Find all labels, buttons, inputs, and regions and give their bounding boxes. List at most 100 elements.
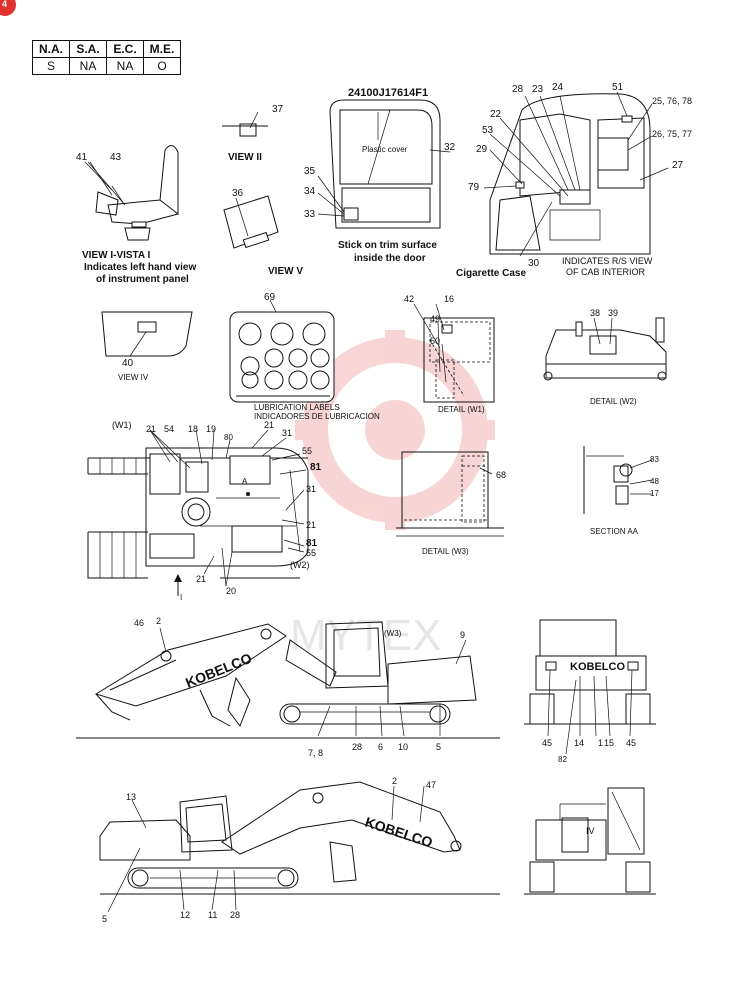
detail-w3-title: DETAIL (W3) [422, 547, 469, 556]
side-w3-label: (W3) [384, 629, 402, 638]
callout-48: 48 [650, 477, 659, 486]
view-i-seat-drawing [84, 145, 180, 241]
callout-r45b: 45 [626, 738, 636, 748]
callout-plan-21d: 21 [196, 574, 206, 584]
excavator-side-view-1 [76, 621, 500, 739]
callout-plan-19: 19 [206, 424, 216, 434]
callout-r14: 14 [574, 738, 584, 748]
callout-plan-21c: 21 [306, 520, 316, 530]
lubrication-label-es: INDICADORES DE LUBRICACION [254, 412, 380, 421]
plastic-cover-label: Plastic cover [362, 145, 408, 154]
callout-36: 36 [232, 188, 244, 199]
callout-32: 32 [444, 142, 456, 153]
callout-37: 37 [272, 104, 284, 115]
view-iv-title: VIEW IV [118, 373, 149, 382]
callout-e28: 28 [352, 742, 362, 752]
callout-e6: 6 [378, 742, 383, 752]
callout-23: 23 [532, 84, 544, 95]
view-iv-drawing [101, 311, 193, 357]
detail-w1-title: DETAIL (W1) [438, 405, 485, 414]
part-number: 24100J17614F1 [348, 87, 428, 99]
callout-plan-21a: 21 [146, 424, 156, 434]
header-sa: S.A. [69, 40, 107, 58]
callout-28: 28 [512, 84, 524, 95]
view-i-title: VIEW I-VISTA I [82, 250, 151, 261]
callout-17: 17 [650, 489, 659, 498]
callout-83: 83 [650, 455, 659, 464]
callout-plan-20: 20 [226, 586, 236, 596]
callout-r1: 1 [598, 738, 603, 748]
callout-29: 29 [476, 144, 488, 155]
cigarette-case-label: Cigarette Case [456, 268, 526, 279]
callout-plan-55b: 55 [306, 548, 316, 558]
detail-w2-title: DETAIL (W2) [590, 397, 637, 406]
callout-68: 68 [496, 470, 506, 480]
cab-interior-drawing [483, 91, 669, 257]
view-i-line2: Indicates left hand view [84, 262, 196, 273]
brand-text-side-1: KOBELCO [183, 650, 254, 691]
excavator-side-view-2 [99, 781, 500, 913]
callout-e5: 5 [436, 742, 441, 752]
callout-43: 43 [110, 152, 122, 163]
callout-24: 24 [552, 82, 564, 93]
view-ii-drawing [222, 111, 268, 137]
callout-69: 69 [264, 292, 276, 303]
callout-27: 27 [672, 160, 684, 171]
callout-35: 35 [304, 166, 316, 177]
callout-b28: 28 [230, 910, 240, 920]
view-ii-title: VIEW II [228, 152, 262, 163]
callout-34: 34 [304, 186, 316, 197]
lubrication-labels-drawing [229, 299, 335, 403]
detail-w1-drawing [413, 303, 495, 403]
door-note-line1: Stick on trim surface [338, 240, 437, 251]
callout-38: 38 [590, 308, 600, 318]
callout-41: 41 [76, 152, 88, 163]
callout-e9: 9 [460, 630, 465, 640]
front-view-iv-mark: IV [586, 826, 595, 836]
callout-26-75-77: 26, 75, 77 [652, 129, 692, 139]
callout-e2: 2 [156, 616, 161, 626]
callout-50: 50 [430, 336, 440, 346]
view-i-line3: of instrument panel [96, 274, 189, 285]
callout-49: 49 [430, 314, 440, 324]
callout-e46: 46 [134, 618, 144, 628]
callout-79: 79 [468, 182, 480, 193]
header-na: N.A. [32, 40, 70, 58]
callout-42: 42 [404, 294, 414, 304]
value-ec: NA [106, 57, 144, 75]
callout-33: 33 [304, 209, 316, 220]
value-me: O [143, 57, 181, 75]
callout-b11: 11 [208, 910, 217, 920]
cab-interior-line1: INDICATES R/S VIEW [562, 256, 653, 266]
callout-b12: 12 [180, 910, 190, 920]
callout-plan-31a: 31 [282, 428, 292, 438]
callout-plan-31b: 31 [306, 484, 316, 494]
callout-16: 16 [444, 294, 454, 304]
detail-w2-drawing [543, 317, 667, 381]
door-note-line2: inside the door [354, 253, 426, 264]
callout-plan-18: 18 [188, 424, 198, 434]
door-drawing [317, 99, 451, 229]
callout-plan-54: 54 [164, 424, 174, 434]
plan-w2-label: (W2) [290, 560, 310, 570]
plan-mark-a: A [242, 477, 248, 486]
brand-text-rear: KOBELCO [570, 661, 625, 673]
header-ec: E.C. [106, 40, 144, 58]
callout-b47: 47 [426, 780, 436, 790]
view-v-drawing [223, 195, 279, 249]
cab-interior-line2: OF CAB INTERIOR [566, 267, 646, 277]
callout-r45a: 45 [542, 738, 552, 748]
callout-plan-80: 80 [224, 433, 233, 442]
callout-40: 40 [122, 358, 134, 369]
corner-badge: 4 [0, 0, 16, 16]
top-plan-view [87, 429, 309, 596]
plan-arrow-i: I [180, 593, 182, 602]
callout-51: 51 [612, 82, 624, 93]
callout-53: 53 [482, 125, 494, 136]
section-aa-drawing [583, 446, 653, 514]
view-v-title: VIEW V [268, 266, 303, 277]
watermark-gear-logo [295, 330, 495, 530]
callout-25-76-78: 25, 76, 78 [652, 96, 692, 106]
excavator-rear-view [524, 619, 656, 755]
